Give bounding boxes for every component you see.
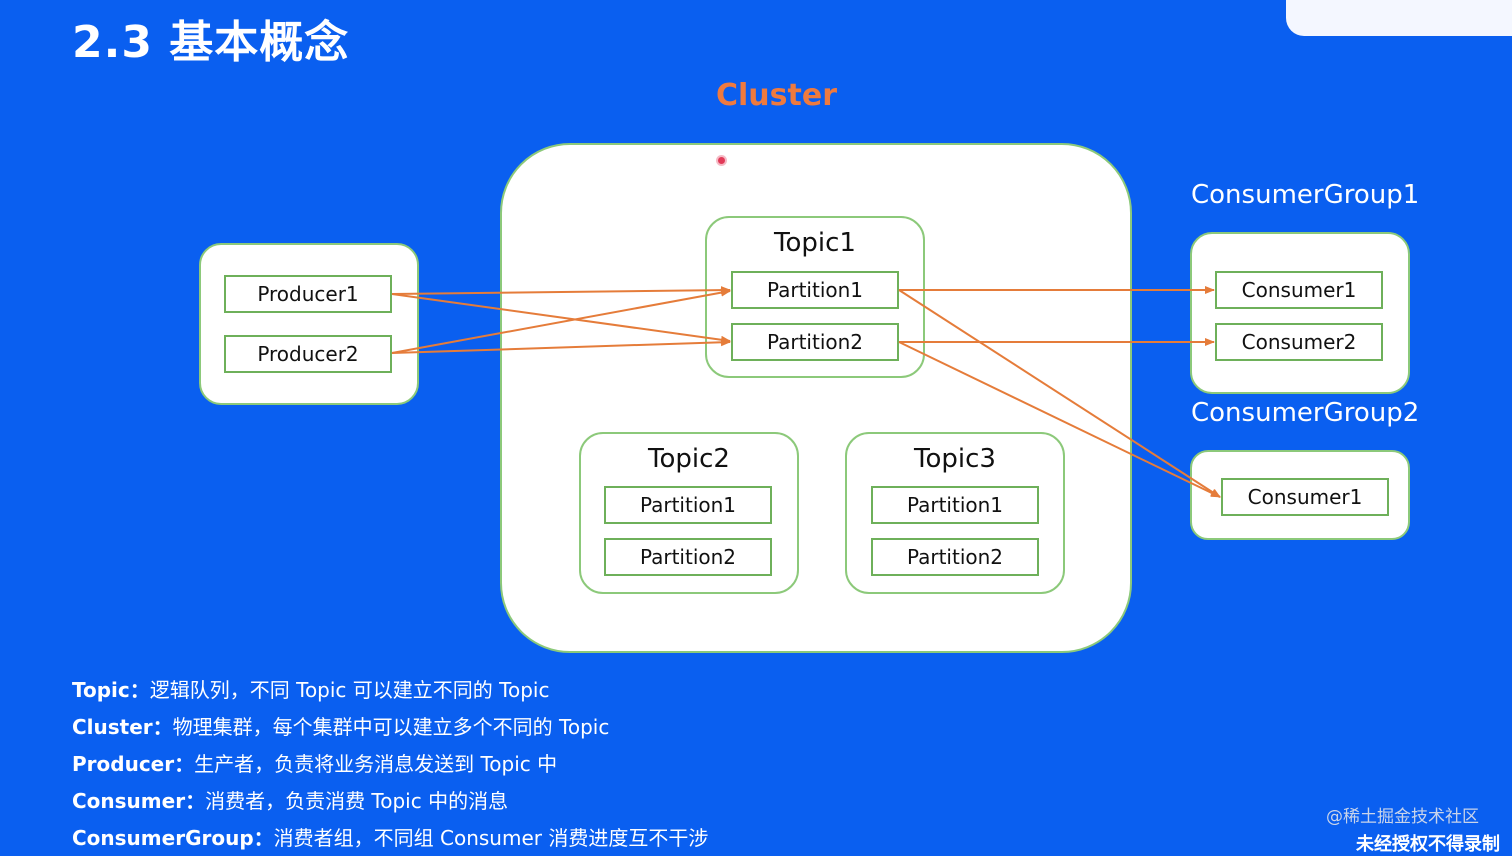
desc-topic-text: 逻辑队列，不同 Topic 可以建立不同的 Topic [149, 678, 550, 702]
arrow-p1-t1p2 [391, 293, 731, 344]
desc-cluster: Cluster：物理集群，每个集群中可以建立多个不同的 Topic [72, 711, 609, 740]
footer-partial: 未经授权不得录制 [1356, 834, 1500, 855]
topic2-title: Topic2 [648, 444, 730, 474]
arrow-p2-t1p2 [391, 338, 731, 354]
desc-producer: Producer：生产者，负责将业务消息发送到 Topic 中 [72, 748, 557, 777]
consumer-group2-label: ConsumerGroup2 [1191, 398, 1420, 428]
desc-consumergroup-term: ConsumerGroup： [72, 826, 274, 850]
topic2-partition2: Partition2 [604, 538, 772, 576]
cluster-label: Cluster [716, 78, 837, 113]
desc-topic: Topic：逻辑队列，不同 Topic 可以建立不同的 Topic [72, 674, 549, 703]
topic3-title: Topic3 [914, 444, 996, 474]
topic2-partition1: Partition1 [604, 486, 772, 524]
desc-producer-text: 生产者，负责将业务消息发送到 Topic 中 [194, 752, 558, 776]
consumer-group1-box [1190, 232, 1410, 394]
arrow-p1-t1p1 [391, 286, 731, 295]
desc-cluster-text: 物理集群，每个集群中可以建立多个不同的 Topic [172, 715, 610, 739]
desc-consumer-term: Consumer： [72, 789, 206, 813]
desc-consumergroup: ConsumerGroup：消费者组，不同组 Consumer 消费进度互不干涉 [72, 822, 708, 851]
page-title: 2.3 基本概念 [72, 17, 350, 68]
topic3-partition1: Partition1 [871, 486, 1039, 524]
desc-cluster-term: Cluster： [72, 715, 173, 739]
cg2-consumer1: Consumer1 [1221, 478, 1389, 516]
topic1-partition1: Partition1 [731, 271, 899, 309]
topic1-partition2: Partition2 [731, 323, 899, 361]
watermark: @稀土掘金技术社区 [1326, 807, 1479, 827]
topic1-title: Topic1 [774, 228, 856, 258]
desc-consumer-text: 消费者，负责消费 Topic 中的消息 [205, 789, 509, 813]
desc-topic-term: Topic： [72, 678, 150, 702]
consumer-group1-label: ConsumerGroup1 [1191, 180, 1420, 210]
desc-producer-term: Producer： [72, 752, 195, 776]
producer-1: Producer1 [224, 275, 392, 313]
producer-group [199, 243, 419, 405]
arrow-t1p2-cg2c1 [898, 341, 1221, 498]
desc-consumergroup-text: 消费者组，不同组 Consumer 消费进度互不干涉 [273, 826, 709, 850]
desc-consumer: Consumer：消费者，负责消费 Topic 中的消息 [72, 785, 508, 814]
topic3-partition2: Partition2 [871, 538, 1039, 576]
top-right-tab [1286, 0, 1512, 36]
cg1-consumer1: Consumer1 [1215, 271, 1383, 309]
arrow-p2-t1p1 [391, 288, 731, 354]
cursor-dot [718, 157, 725, 164]
producer-2: Producer2 [224, 335, 392, 373]
arrow-t1p1-cg2c1 [898, 289, 1221, 498]
cg1-consumer2: Consumer2 [1215, 323, 1383, 361]
